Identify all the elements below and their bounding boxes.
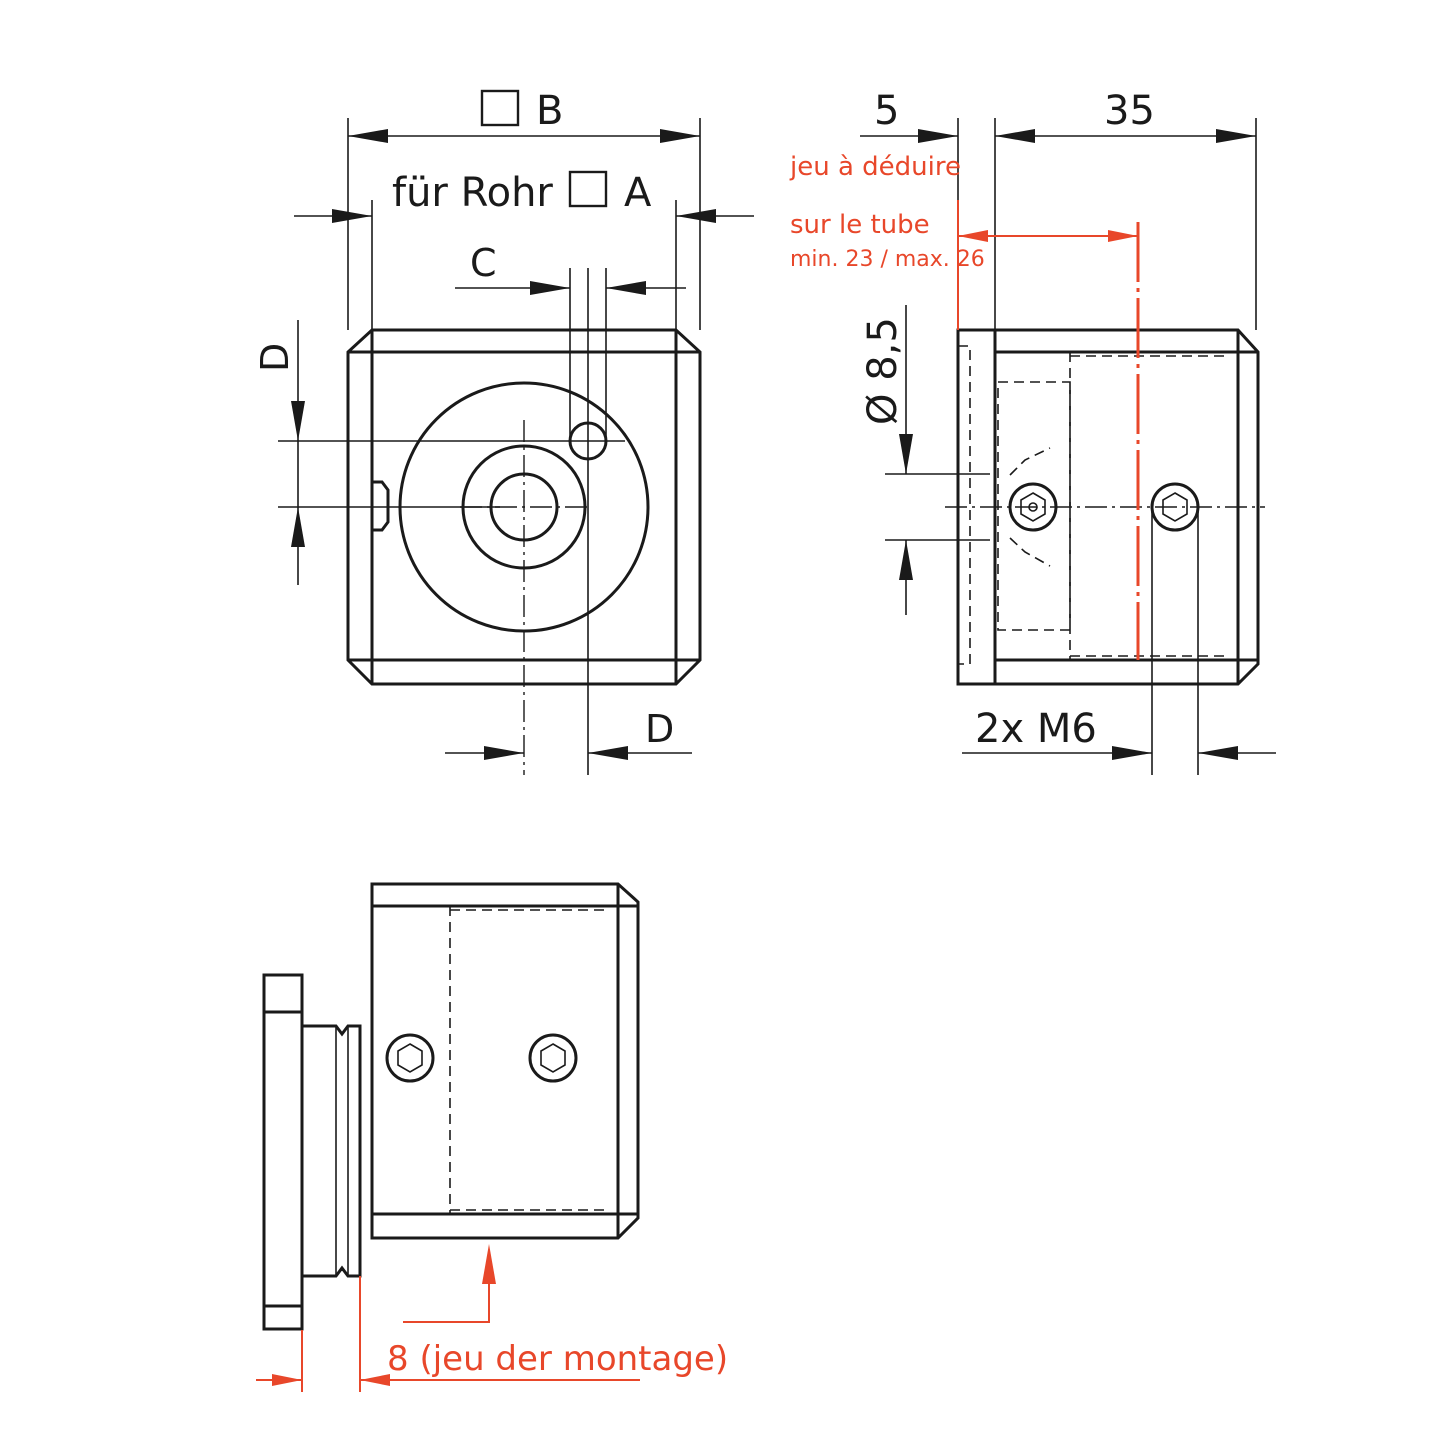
note-minmax: min. 23 / max. 26 [790,247,985,272]
note-jeu: jeu à déduire [789,152,961,182]
flange-plate [262,973,304,1331]
square-symbol-a [568,170,608,208]
dim-a-label: für Rohr [392,170,553,216]
note-montage: 8 (jeu der montage) [387,1339,728,1379]
square-symbol-b [480,89,520,127]
dim-d-left-label: D [253,343,297,372]
front-view: B für Rohr A C D D [253,88,754,775]
bottom-view: 8 (jeu der montage) [256,882,728,1392]
bottom-screw-left [385,1033,435,1083]
hub-profile [302,1024,362,1278]
dim-b-label: B [536,88,563,134]
note-tube: sur le tube [790,210,930,240]
dia-label: Ø 8,5 [860,317,906,425]
dim-5-label: 5 [874,88,899,134]
side-view: 5 35 jeu à déduire sur le tube min. 23 /… [789,88,1276,775]
bottom-screw-right [528,1033,578,1083]
thread-label: 2x M6 [975,706,1097,752]
dim-c-label: C [470,241,497,285]
bottom-body [370,882,640,1240]
dim-a-letter: A [624,170,652,216]
dim-d-bottom-label: D [645,707,674,751]
front-set-screw [370,480,390,532]
side-outer-body [956,328,1260,686]
dim-35-label: 35 [1104,88,1155,134]
